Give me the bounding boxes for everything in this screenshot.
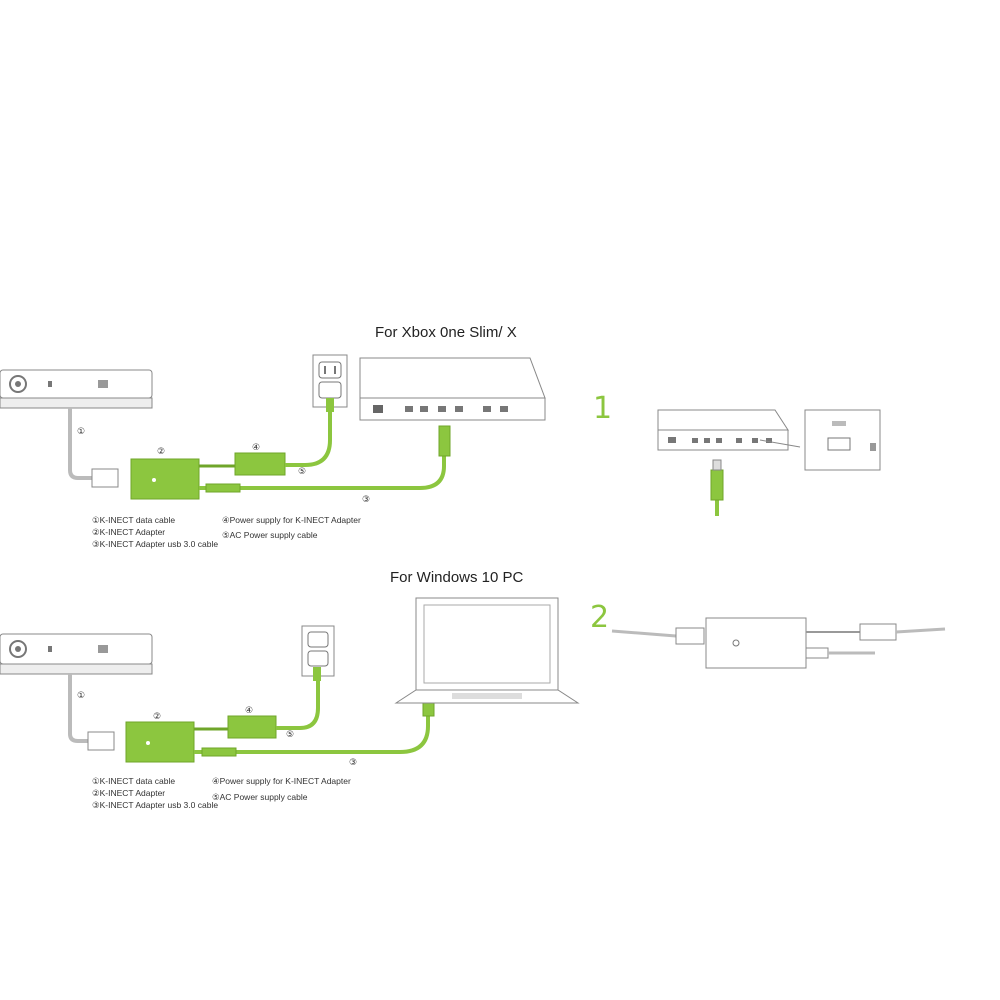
pc-legend-item-1: ①K-INECT data cable	[92, 776, 175, 786]
wall-outlet-pc	[301, 625, 335, 681]
usb-cable	[199, 426, 446, 490]
pc-section: For Windows 10 PC ① ② ④ ⑤ ③	[0, 569, 580, 810]
kinect-adapter-pc	[125, 721, 195, 763]
power-supply-pc	[227, 715, 277, 739]
step-2: 2	[590, 600, 946, 669]
callout-4: ④	[252, 442, 260, 452]
adapter-outline	[705, 617, 807, 669]
pc-callout-3: ③	[349, 757, 357, 767]
ac-power-cable	[285, 410, 332, 467]
xbox-console	[359, 357, 546, 421]
xbox-section: For Xbox 0ne Slim/ X ① ② ④ ⑤	[0, 324, 546, 549]
pc-callout-4: ④	[245, 705, 253, 715]
data-cable-in	[611, 629, 677, 638]
legend-item-2: ②K-INECT Adapter	[92, 527, 165, 537]
callout-3: ③	[362, 494, 370, 504]
usb-port-label	[805, 647, 829, 659]
pc-legend-item-4: ④Power supply for K-INECT Adapter	[212, 776, 351, 786]
legend-item-1: ①K-INECT data cable	[92, 515, 175, 525]
pc-legend-item-3: ③K-INECT Adapter usb 3.0 cable	[92, 800, 218, 810]
step-1: 1	[593, 391, 881, 516]
legend-item-3: ③K-INECT Adapter usb 3.0 cable	[92, 539, 218, 549]
pc-section-title: For Windows 10 PC	[390, 569, 524, 586]
kinect-data-cable	[68, 408, 92, 480]
callout-5: ⑤	[298, 466, 306, 476]
kinect-adapter	[130, 458, 200, 500]
port-zoom-inset	[804, 409, 881, 471]
wall-outlet	[312, 354, 348, 412]
pc-callout-2: ②	[153, 711, 161, 721]
kinect-data-plug	[91, 468, 119, 488]
pc-legend: ①K-INECT data cable ②K-INECT Adapter ③K-…	[92, 776, 351, 810]
xbox-console-small	[657, 409, 789, 451]
ac-power-cable-pc	[276, 678, 320, 730]
pc-callout-1: ①	[77, 690, 85, 700]
laptop	[394, 597, 580, 704]
callout-1: ①	[77, 426, 85, 436]
kinect-sensor-pc	[0, 633, 153, 675]
usb-plug	[710, 469, 724, 501]
power-plug	[859, 623, 897, 641]
xbox-legend: ①K-INECT data cable ②K-INECT Adapter ③K-…	[92, 515, 361, 549]
callout-2: ②	[157, 446, 165, 456]
usb-cable-pc	[194, 700, 430, 754]
kinect-data-cable-pc	[68, 674, 88, 743]
legend-item-5: ⑤AC Power supply cable	[222, 530, 318, 540]
pc-legend-item-5: ⑤AC Power supply cable	[212, 792, 308, 802]
xbox-section-title: For Xbox 0ne Slim/ X	[375, 324, 517, 341]
power-supply	[234, 452, 286, 476]
legend-item-4: ④Power supply for K-INECT Adapter	[222, 515, 361, 525]
pc-callout-5: ⑤	[286, 729, 294, 739]
step-1-number: 1	[593, 391, 612, 426]
kinect-sensor	[0, 369, 153, 409]
pc-legend-item-2: ②K-INECT Adapter	[92, 788, 165, 798]
step-2-number: 2	[590, 600, 609, 635]
